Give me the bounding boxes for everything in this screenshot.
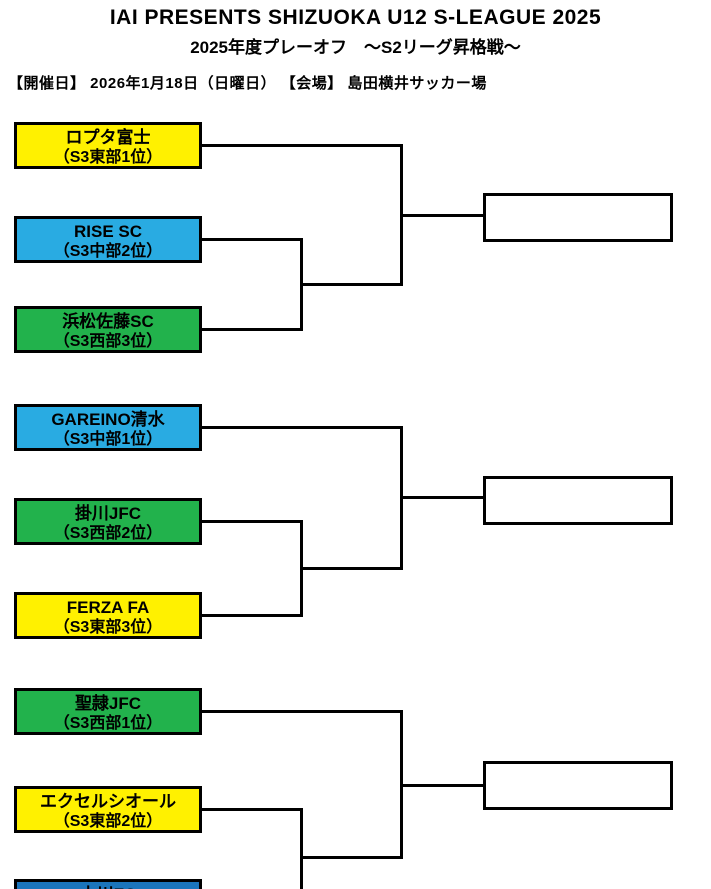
team-name: ロプタ富士 (65, 128, 151, 147)
bracket-line (300, 808, 303, 889)
bracket-line (202, 328, 303, 331)
team-seed: （S3西部3位） (53, 333, 163, 350)
team-box: 掛川JFC （S3西部2位） (14, 498, 202, 545)
bracket-line (300, 856, 403, 859)
team-seed: （S3西部1位） (53, 715, 163, 732)
team-box: GAREINO清水 （S3中部1位） (14, 404, 202, 451)
team-name: エクセルシオール (40, 792, 176, 811)
winner-box (483, 761, 673, 810)
bracket-line (300, 283, 403, 286)
team-name: RISE SC (73, 222, 143, 241)
page-subtitle: 2025年度プレーオフ ～S2リーグ昇格戦～ (190, 38, 521, 57)
team-box: FERZA FA （S3東部3位） (14, 592, 202, 639)
bracket-line (300, 567, 403, 570)
team-box: 小川FC (14, 879, 202, 889)
team-name: GAREINO清水 (51, 410, 165, 429)
bracket-line (202, 144, 403, 147)
bracket-line (400, 784, 483, 787)
page-title: IAI PRESENTS SHIZUOKA U12 S-LEAGUE 2025 (109, 6, 602, 29)
team-seed: （S3中部2位） (53, 243, 163, 260)
bracket-line (400, 214, 483, 217)
team-seed: （S3西部2位） (53, 525, 163, 542)
team-name: 浜松佐藤SC (62, 312, 154, 331)
bracket-line (202, 426, 403, 429)
winner-box (483, 476, 673, 525)
team-box: 聖隷JFC （S3西部1位） (14, 688, 202, 735)
event-date-venue: 【開催日】 2026年1月18日（日曜日） 【会場】 島田横井サッカー場 (8, 75, 487, 92)
team-box: RISE SC （S3中部2位） (14, 216, 202, 263)
team-name: FERZA FA (66, 598, 150, 617)
bracket-line (202, 238, 303, 241)
team-box: 浜松佐藤SC （S3西部3位） (14, 306, 202, 353)
bracket-line (202, 808, 303, 811)
team-box: ロプタ富士 （S3東部1位） (14, 122, 202, 169)
winner-box (483, 193, 673, 242)
team-seed: （S3東部3位） (53, 619, 163, 636)
team-seed: （S3東部1位） (53, 149, 163, 166)
team-box: エクセルシオール （S3東部2位） (14, 786, 202, 833)
team-name: 聖隷JFC (74, 694, 142, 713)
team-name: 掛川JFC (74, 504, 142, 523)
bracket-line (202, 710, 403, 713)
team-seed: （S3中部1位） (53, 431, 163, 448)
team-name: 小川FC (17, 882, 199, 889)
team-seed: （S3東部2位） (53, 813, 163, 830)
bracket-line (202, 520, 303, 523)
bracket-line (202, 614, 303, 617)
bracket-line (400, 496, 483, 499)
